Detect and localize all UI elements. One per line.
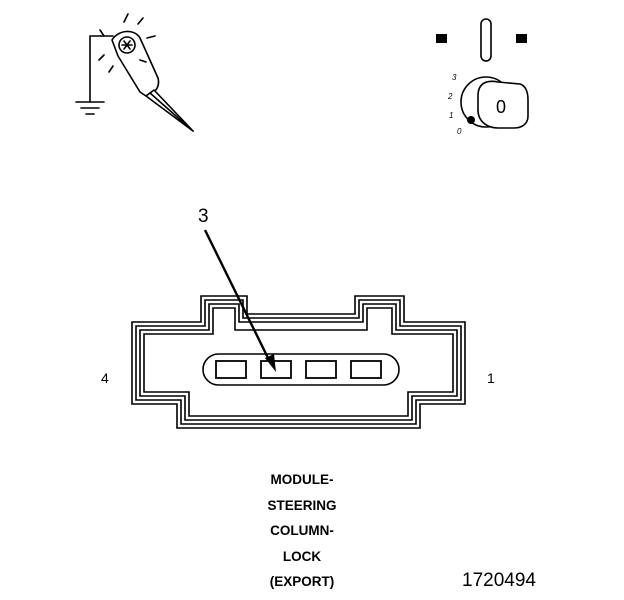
- test-light-probe-icon: [75, 13, 194, 132]
- pin-label-right: 1: [487, 370, 495, 386]
- caption-line: LOCK: [282, 548, 322, 564]
- cavity-2: [305, 360, 337, 379]
- key-position-0: 0: [457, 127, 462, 136]
- figure-number: 1720494: [462, 570, 536, 591]
- key-position-3: 3: [452, 73, 457, 82]
- connector-cavities: [215, 360, 382, 379]
- caption-line: COLUMN-: [270, 523, 334, 538]
- cavity-1: [350, 360, 382, 379]
- callout-label: 3: [198, 206, 209, 227]
- component-caption: MODULE- STEERING COLUMN- LOCK (EXPORT): [232, 467, 372, 595]
- callout-leader: [203, 229, 276, 372]
- key-position-2: 2: [447, 92, 453, 101]
- key-position-1: 1: [449, 111, 453, 120]
- ignition-key-icon: [436, 18, 529, 129]
- caption-line: (EXPORT): [269, 574, 335, 589]
- caption-line: STEERING: [267, 497, 337, 513]
- cavity-4: [215, 360, 247, 379]
- pin-label-left: 4: [101, 370, 109, 386]
- connector-body: [131, 295, 466, 429]
- caption-line: MODULE-: [270, 472, 334, 487]
- cavity-3: [260, 360, 292, 379]
- key-mark: 0: [496, 97, 506, 117]
